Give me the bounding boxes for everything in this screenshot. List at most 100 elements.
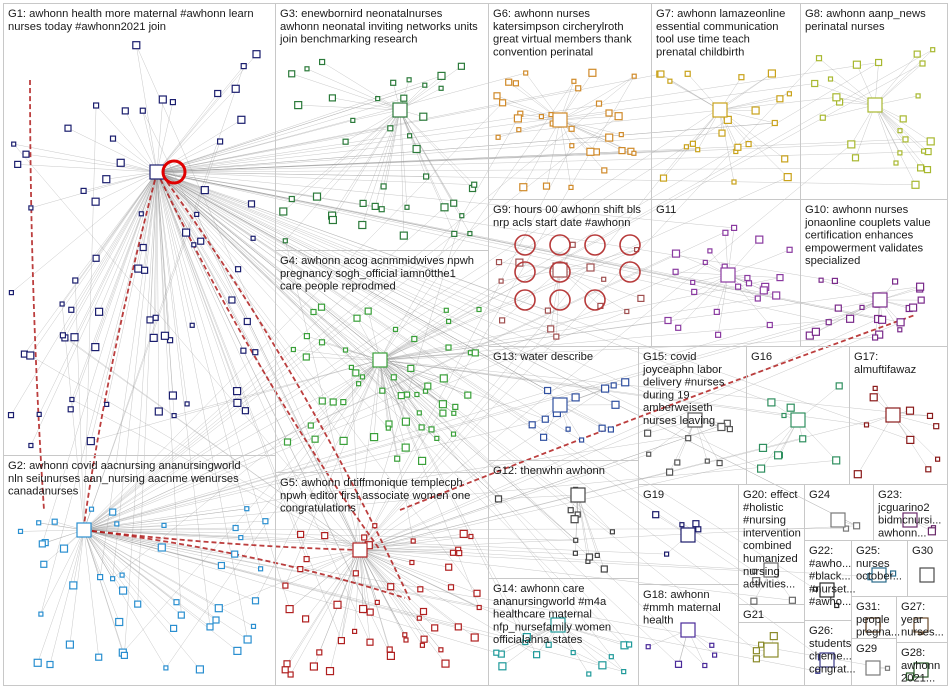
- node-g11: [754, 295, 761, 302]
- node-g5: [441, 659, 450, 668]
- node-g12: [600, 565, 608, 573]
- node-g14: [493, 649, 500, 656]
- group-label-g23: awhonn...: [878, 527, 927, 539]
- inter-group-edge: [379, 359, 480, 608]
- edge: [559, 119, 572, 188]
- node-g1: [86, 437, 95, 446]
- node-g4: [302, 353, 310, 361]
- edge: [138, 171, 158, 269]
- group-label-g28: awhonn: [901, 660, 940, 672]
- node-g7: [786, 91, 793, 97]
- node-g4: [290, 346, 296, 353]
- node-g8: [852, 60, 862, 69]
- edge: [95, 171, 158, 202]
- node-g4: [370, 433, 379, 442]
- node-g17: [925, 466, 932, 473]
- self-loop: [619, 261, 641, 283]
- edge: [821, 279, 881, 301]
- group-label-g5: congratulations: [280, 503, 356, 515]
- node-g11: [730, 224, 738, 231]
- node-g12: [609, 529, 616, 535]
- node-g7: [783, 173, 792, 182]
- node-g16: [773, 451, 783, 460]
- node-g5: [386, 651, 395, 661]
- node-g4: [452, 403, 459, 410]
- node-g22: [834, 602, 840, 609]
- inter-group-edge: [156, 171, 758, 299]
- edge: [156, 171, 246, 411]
- node-g2: [51, 518, 58, 525]
- inter-group-edge: [359, 454, 780, 551]
- node-g6: [601, 167, 608, 174]
- node-g1: [70, 333, 79, 342]
- node-g11: [776, 274, 784, 282]
- group-label-g26: cheme...: [809, 651, 852, 663]
- edges-layer: [10, 45, 938, 677]
- edge: [359, 549, 460, 554]
- node-g11: [707, 248, 713, 254]
- inter-group-edge: [156, 171, 879, 320]
- node-g3: [390, 79, 397, 86]
- inter-group-edge: [379, 298, 758, 361]
- inter-group-edge: [83, 529, 480, 608]
- edge: [667, 274, 729, 321]
- inter-group-edge: [156, 171, 261, 569]
- node-g4: [411, 335, 418, 343]
- edge: [874, 104, 897, 164]
- inter-group-edge: [359, 453, 649, 551]
- node-g1: [8, 290, 14, 296]
- node-g1: [146, 316, 154, 324]
- node-g16: [835, 382, 843, 390]
- hub-node-g8: [867, 97, 883, 113]
- node-g7: [723, 115, 732, 125]
- node-g7: [771, 119, 778, 127]
- node-g5: [476, 604, 482, 611]
- edge: [647, 419, 696, 434]
- node-g2: [59, 544, 69, 553]
- group-label-g20: #nursing: [743, 515, 786, 527]
- node-g4: [283, 438, 292, 446]
- node-g17: [863, 422, 870, 428]
- node-g1: [138, 211, 144, 217]
- node-g15: [726, 426, 734, 433]
- node-g1: [59, 301, 65, 307]
- node-g3: [437, 71, 446, 81]
- node-g11: [722, 229, 729, 236]
- edge: [37, 529, 85, 663]
- edge: [11, 171, 158, 293]
- inter-group-edge: [359, 146, 687, 551]
- edge: [352, 109, 401, 121]
- node-g14: [621, 668, 627, 675]
- group-label-g4: G4: awhonn acog acnmmidwives npwh: [280, 255, 474, 267]
- node-g6: [516, 127, 522, 133]
- inter-group-edge: [359, 58, 820, 551]
- node-g1: [72, 277, 79, 284]
- node-g5: [419, 607, 428, 616]
- node-g29: [884, 665, 891, 671]
- edge: [156, 171, 193, 326]
- hub-node-g5: [352, 542, 368, 558]
- edge: [153, 171, 158, 338]
- node-g3: [399, 231, 408, 240]
- edge: [156, 171, 201, 242]
- node-g7: [657, 70, 665, 78]
- node-g5: [309, 662, 318, 671]
- node-g2: [233, 646, 242, 656]
- edge: [727, 249, 790, 276]
- node-g8: [916, 164, 925, 172]
- group-label-g18: G18: awhonn: [643, 589, 710, 601]
- self-loop: [549, 261, 571, 283]
- node-g2: [109, 508, 117, 516]
- edge: [557, 624, 590, 675]
- node-g3: [412, 144, 421, 154]
- node-g5: [297, 565, 304, 573]
- edge: [557, 624, 630, 645]
- node-g3: [371, 202, 379, 210]
- node-g24: [852, 522, 861, 530]
- group-label-g8: perinatal nurses: [805, 21, 885, 33]
- node-g5: [417, 586, 424, 593]
- edge: [556, 269, 561, 337]
- node-g1: [169, 98, 176, 106]
- inter-group-edge: [156, 97, 404, 173]
- node-g3: [358, 220, 367, 230]
